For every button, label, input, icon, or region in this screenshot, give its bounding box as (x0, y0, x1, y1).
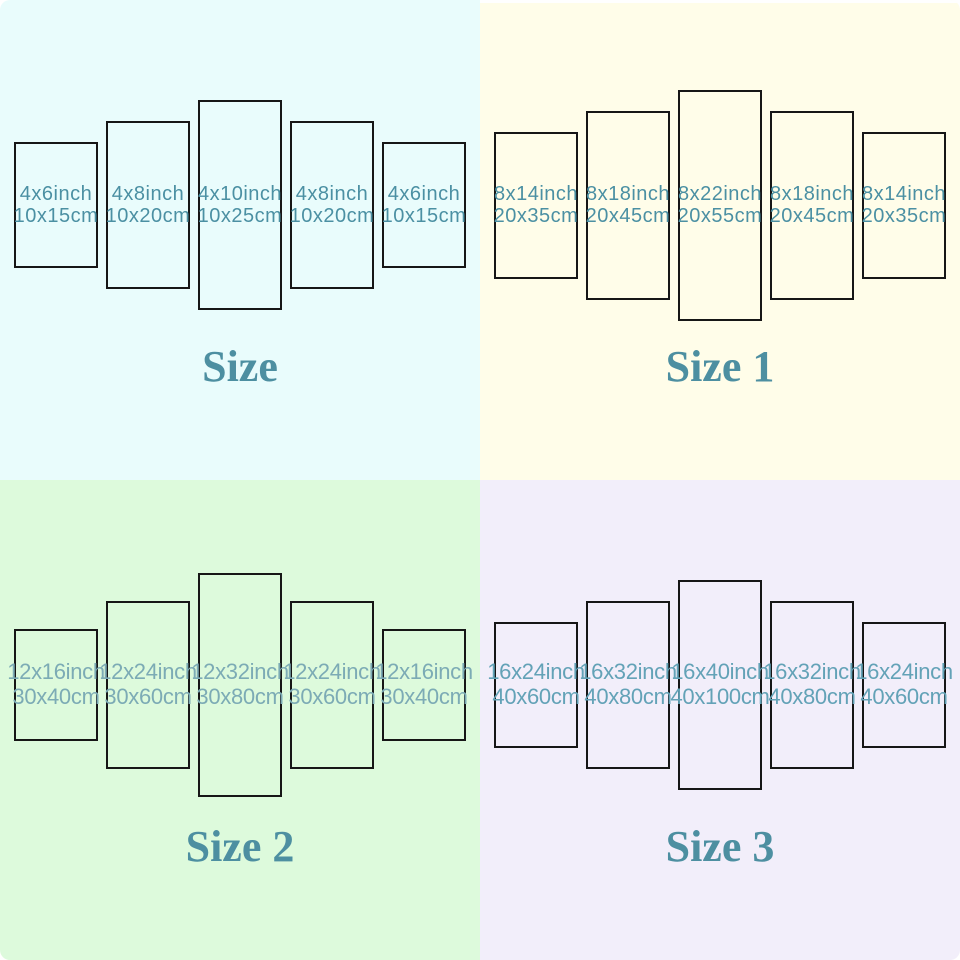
panel-cm-label: 20x45cm (769, 205, 855, 227)
size-title: Size 1 (665, 342, 775, 391)
panel-cm-label: 40x80cm (768, 684, 856, 709)
panel-inch-label: 16x40inch (671, 659, 769, 685)
panel-inch-label: 16x32inch (763, 659, 861, 685)
panel-inch-label: 12x24inch (283, 659, 381, 685)
panel-cm-label: 30x80cm (196, 684, 284, 709)
panel-inch-label: 4x8inch (111, 183, 185, 205)
size-title: Size 3 (665, 822, 775, 871)
size-title: Size (202, 342, 278, 391)
panel-cm-label: 40x60cm (492, 684, 580, 709)
panel-cm-label: 20x35cm (861, 205, 947, 227)
panel-inch-label: 8x22inch (677, 183, 763, 205)
panel-cm-label: 40x100cm (670, 684, 770, 709)
panel-inch-label: 12x32inch (191, 659, 289, 685)
panel-cm-label: 30x40cm (12, 684, 100, 709)
panel-inch-label: 16x24inch (487, 659, 585, 685)
panel-inch-label: 8x18inch (769, 183, 855, 205)
panel-cm-label: 10x20cm (289, 205, 375, 227)
panel-cm-label: 10x25cm (197, 205, 283, 227)
panel-inch-label: 8x18inch (585, 183, 671, 205)
panel-cm-label: 40x80cm (584, 684, 672, 709)
panel-cm-label: 10x15cm (381, 205, 467, 227)
panel-cm-label: 30x60cm (288, 684, 376, 709)
panel-cm-label: 20x45cm (585, 205, 671, 227)
panel-cm-label: 30x40cm (380, 684, 468, 709)
panel-cm-label: 30x60cm (104, 684, 192, 709)
panel-cm-label: 10x20cm (105, 205, 191, 227)
panel-inch-label: 4x6inch (387, 183, 461, 205)
panel-cm-label: 20x55cm (677, 205, 763, 227)
panel-inch-label: 12x16inch (7, 659, 105, 685)
size-title: Size 2 (185, 822, 295, 871)
panel-inch-label: 12x24inch (99, 659, 197, 685)
panel-inch-label: 4x10inch (197, 183, 283, 205)
panel-inch-label: 8x14inch (861, 183, 947, 205)
panel-inch-label: 12x16inch (375, 659, 473, 685)
panel-inch-label: 16x32inch (579, 659, 677, 685)
panel-cm-label: 10x15cm (13, 205, 99, 227)
panel-inch-label: 4x6inch (19, 183, 93, 205)
panel-inch-label: 8x14inch (493, 183, 579, 205)
panel-cm-label: 40x60cm (860, 684, 948, 709)
panel-cm-label: 20x35cm (493, 205, 579, 227)
panel-inch-label: 16x24inch (855, 659, 953, 685)
panel-inch-label: 4x8inch (295, 183, 369, 205)
